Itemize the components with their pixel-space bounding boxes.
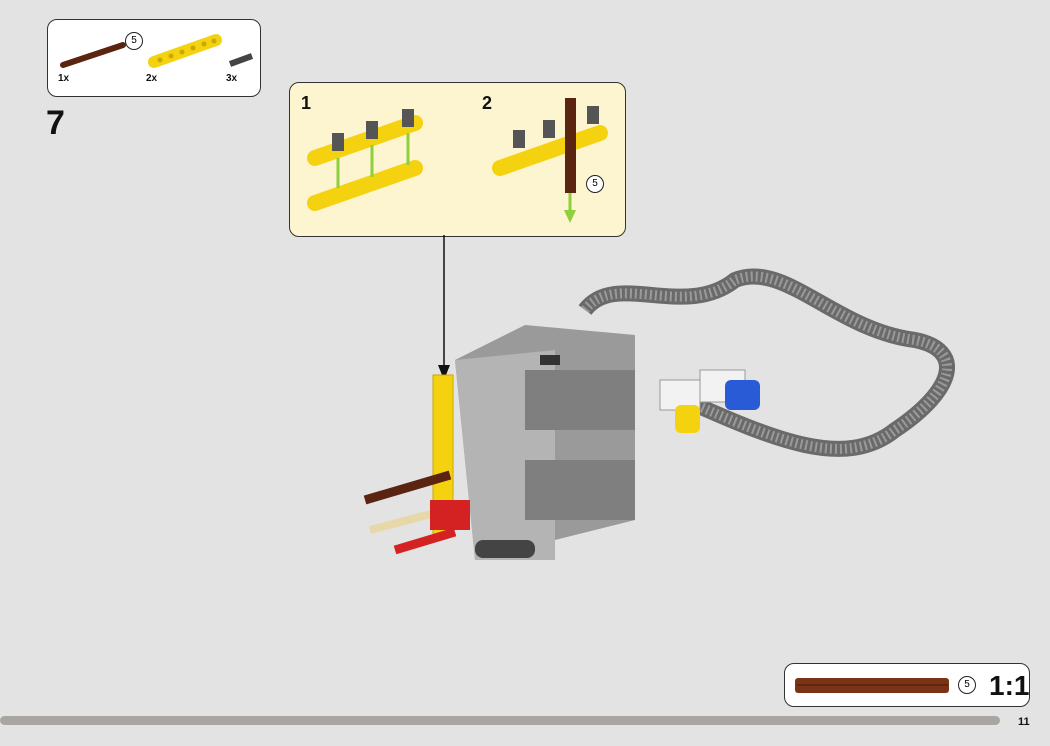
substep-2-illustration: [492, 98, 608, 223]
step-number: 7: [46, 104, 65, 142]
callout-arrow: [438, 235, 450, 380]
parts-list: 5 1x 2x 3x: [47, 19, 261, 97]
scale-ratio: 1:1: [989, 670, 1030, 701]
qty-beam: 2x: [146, 73, 158, 84]
qty-axle: 1x: [58, 73, 70, 84]
main-model-illustration: [363, 268, 955, 560]
pin-part-icon: [228, 53, 254, 67]
beam-part-icon: [148, 34, 222, 68]
substep-2-number: 2: [482, 93, 493, 113]
progress-bar: [0, 716, 1000, 725]
page-number: 11: [1018, 716, 1030, 728]
substep-1-illustration: [307, 109, 423, 211]
axle-part-icon: [60, 42, 126, 68]
substep-callout: 1 2 5: [289, 82, 626, 237]
qty-pin: 3x: [226, 73, 238, 84]
axle-length-badge: 5: [586, 175, 604, 193]
scale-box: 5 1:1: [784, 663, 1030, 707]
length-badge: 5: [125, 32, 143, 50]
axle-scale-icon: [795, 678, 949, 693]
substep-1-number: 1: [301, 93, 312, 113]
scale-length-badge: 5: [958, 676, 976, 694]
